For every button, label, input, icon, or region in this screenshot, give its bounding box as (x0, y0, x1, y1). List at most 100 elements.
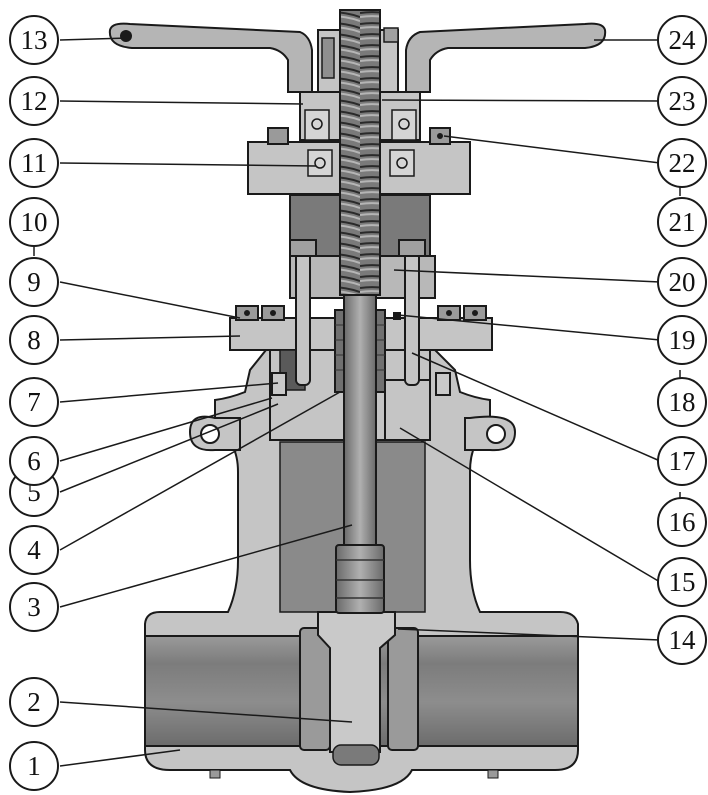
callout-circle (9, 677, 59, 727)
callout-18: 18 (657, 377, 707, 427)
bonnet-step-right (384, 379, 431, 441)
callout-circle (657, 257, 707, 307)
callout-label: 10 (21, 207, 48, 237)
seat-ring-right (387, 627, 419, 751)
bearing-ball-1 (311, 118, 323, 130)
stem-shaft (343, 294, 377, 546)
callout-label: 8 (27, 325, 41, 355)
callout-label: 16 (669, 507, 696, 537)
seat-ring-left (299, 627, 331, 751)
gate-bottom-shadow (332, 744, 380, 766)
callout-15: 15 (657, 557, 707, 607)
callout-circle (9, 138, 59, 188)
callout-circle (657, 138, 707, 188)
leader-lines (33, 37, 681, 767)
callout-label: 20 (669, 267, 696, 297)
callout-9: 9 (9, 257, 59, 307)
handwheel-rim-left (120, 30, 132, 42)
callout-circle (657, 197, 707, 247)
stem-collar (335, 544, 385, 614)
callout-circle (657, 377, 707, 427)
nut-dot-4 (472, 310, 478, 316)
callout-label: 3 (27, 592, 41, 622)
callout-circle (657, 557, 707, 607)
gland-nut-left (289, 239, 317, 257)
callout-20: 20 (657, 257, 707, 307)
callout-circle (657, 315, 707, 365)
gland-bolt-right (404, 244, 420, 386)
callout-label: 4 (27, 535, 41, 565)
callout-14: 14 (657, 615, 707, 665)
callout-label: 15 (669, 567, 696, 597)
callout-13: 13 (9, 15, 59, 65)
callout-label: 19 (669, 325, 696, 355)
callout-circle (9, 741, 59, 791)
callout-circle (9, 436, 59, 486)
callout-circle (9, 257, 59, 307)
callout-label: 1 (27, 751, 41, 781)
bearing-ball-3 (314, 157, 326, 169)
nut-dot-3 (446, 310, 452, 316)
callout-label: 21 (669, 207, 696, 237)
callout-label: 14 (669, 625, 697, 655)
gland-dot (393, 312, 401, 320)
bearing-ball-2 (398, 118, 410, 130)
pin-right (435, 372, 451, 396)
callout-10: 10 (9, 197, 59, 247)
yoke-bearing-left (304, 109, 330, 141)
callout-16: 16 (657, 497, 707, 547)
stem (335, 9, 385, 614)
callout-circle (9, 582, 59, 632)
callout-label: 22 (669, 148, 696, 178)
body-foot-right (487, 769, 499, 779)
callout-circle (9, 76, 59, 126)
callout-circle (657, 436, 707, 486)
callout-circle (657, 15, 707, 65)
gland-nut-right (398, 239, 426, 257)
callout-label: 23 (669, 86, 696, 116)
callout-circle (657, 497, 707, 547)
callout-circle (9, 197, 59, 247)
callout-circle (9, 15, 59, 65)
callout-label: 13 (21, 25, 48, 55)
callout-24: 24 (657, 15, 707, 65)
callout-4: 4 (9, 525, 59, 575)
callout-label: 7 (27, 387, 41, 417)
bearing-ball-4 (396, 157, 408, 169)
lower-bearing-right (389, 149, 415, 177)
callout-label: 9 (27, 267, 41, 297)
callout-3: 3 (9, 582, 59, 632)
callout-11: 11 (9, 138, 59, 188)
callout-6: 6 (9, 436, 59, 486)
callout-19: 19 (657, 315, 707, 365)
callout-2: 2 (9, 677, 59, 727)
callout-circle (9, 377, 59, 427)
callout-label: 17 (669, 446, 696, 476)
hub-key-right (383, 27, 399, 43)
callout-8: 8 (9, 315, 59, 365)
yoke-nut-dot-right (437, 133, 443, 139)
callout-circle (9, 525, 59, 575)
callout-label: 18 (669, 387, 696, 417)
hub-key-left (321, 37, 335, 79)
stem-thread (339, 9, 381, 296)
callout-23: 23 (657, 76, 707, 126)
callout-label: 12 (21, 86, 48, 116)
lower-bearing-left (307, 149, 333, 177)
yoke-bearing-right (391, 109, 417, 141)
nut-dot-2 (270, 310, 276, 316)
callout-17: 17 (657, 436, 707, 486)
callout-1: 1 (9, 741, 59, 791)
gate-wedge (317, 611, 396, 753)
callout-12: 12 (9, 76, 59, 126)
callout-label: 11 (21, 148, 47, 178)
callout-label: 6 (27, 446, 41, 476)
handwheel-arm-right (405, 22, 607, 93)
gland-bolt-left (295, 244, 311, 386)
nut-dot-1 (244, 310, 250, 316)
callout-7: 7 (9, 377, 59, 427)
lug-hole-right (486, 424, 506, 444)
callout-22: 22 (657, 138, 707, 188)
